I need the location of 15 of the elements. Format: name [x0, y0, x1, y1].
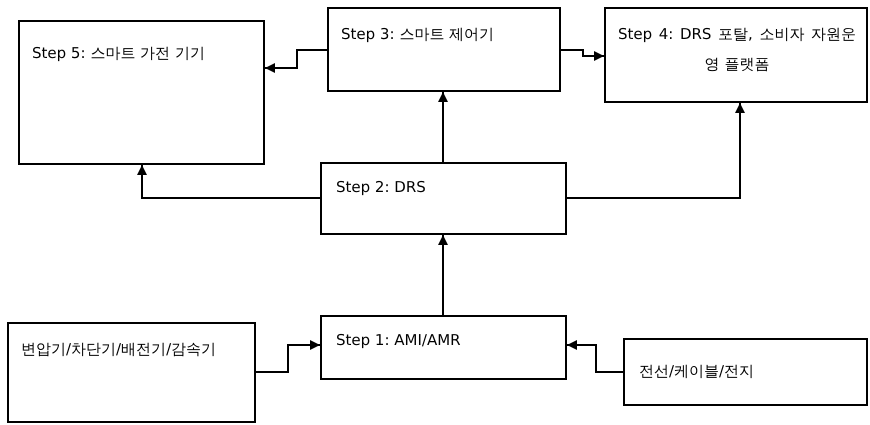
process-box: 변압기/차단기/배전기/감속기: [7, 322, 256, 423]
arrow: [265, 49, 327, 73]
arrow: [137, 165, 320, 199]
arrow: [438, 235, 448, 315]
arrow: [567, 103, 745, 199]
process-box: Step 4: DRS 포탈, 소비자 자원운영 플랫폼: [604, 7, 868, 103]
process-box: Step 1: AMI/AMR: [320, 315, 567, 380]
arrow: [256, 340, 320, 373]
arrow: [561, 49, 604, 61]
process-box: Step 5: 스마트 가전 기기: [18, 20, 265, 165]
arrow: [567, 340, 623, 373]
process-box: Step 3: 스마트 제어기: [327, 7, 561, 92]
process-box: 전선/케이블/전지: [623, 338, 868, 406]
process-box: Step 2: DRS: [320, 162, 567, 235]
arrow: [438, 92, 448, 162]
